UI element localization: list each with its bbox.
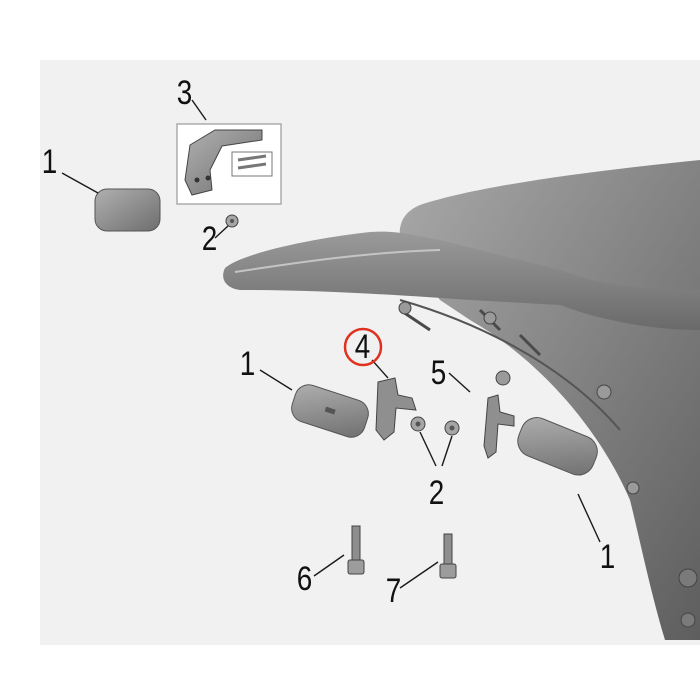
callout-6: 6 [296,560,313,598]
callout-1-top-left: 1 [41,143,58,181]
callout-4: 4 [354,328,371,366]
part-1-pad-middle [291,384,369,438]
callout-1-middle: 1 [239,345,256,383]
part-2-nut-right [444,420,460,436]
part-1-pad-top-left [94,188,161,232]
callout-2-top: 2 [201,220,218,258]
callout-2-bottom: 2 [428,474,445,512]
callout-7: 7 [385,572,402,610]
part-4-bracket [375,377,417,441]
tail-body-assembly [223,160,700,640]
part-6-bolt [347,525,365,575]
callout-1-right: 1 [599,538,616,576]
part-2-nut-left [410,416,426,432]
part-3-inset [176,123,282,205]
callout-3: 3 [176,74,193,112]
part-7-bolt [439,533,457,579]
part-5-bracket [483,394,515,459]
leader-lines [61,99,601,589]
part-1-pad-right [517,417,598,476]
callout-5: 5 [430,354,447,392]
callout-4-highlight-circle [343,327,383,367]
part-2-nut-top [225,214,239,228]
